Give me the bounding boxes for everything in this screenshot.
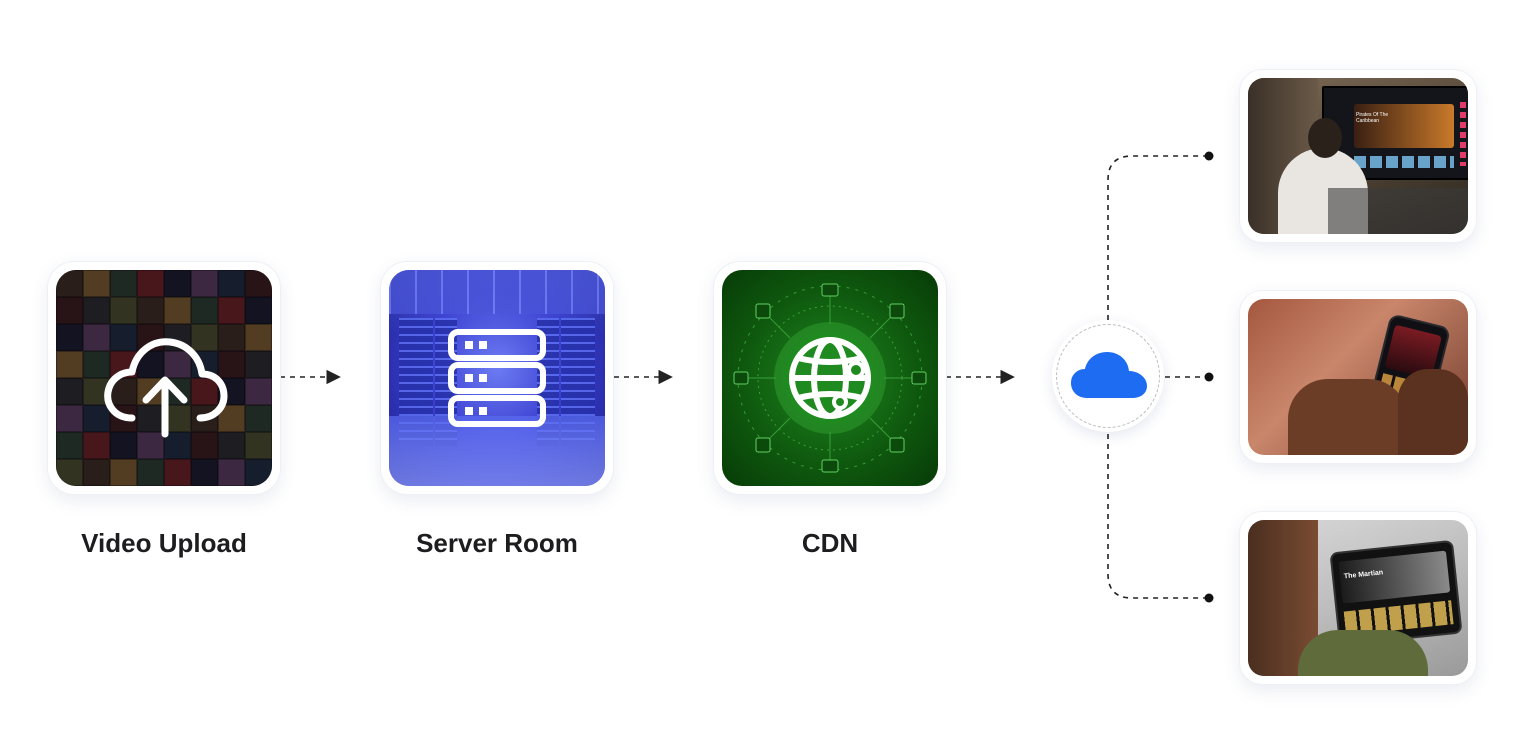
movie-poster-tile: [191, 405, 218, 432]
movie-poster-tile: [245, 324, 272, 351]
phone-viewer-card: [1240, 291, 1476, 463]
movie-poster-tile: [56, 324, 83, 351]
tv-viewer-photo: Pirates Of The Caribbean: [1248, 78, 1468, 234]
movie-poster-tile: [83, 432, 110, 459]
movie-poster-tile: [110, 432, 137, 459]
cloud-upload-icon: [104, 338, 228, 438]
tablet-viewer-photo: The Martian: [1248, 520, 1468, 676]
server-room-image: [389, 270, 605, 486]
movie-poster-tile: [164, 459, 191, 486]
movie-poster-tile: [110, 297, 137, 324]
tablet-viewer-card: The Martian: [1240, 512, 1476, 684]
server-room-card: [381, 262, 613, 494]
tv-screen: Pirates Of The Caribbean: [1322, 86, 1468, 180]
movie-poster-tile: [110, 324, 137, 351]
movie-poster-tile: [56, 270, 83, 297]
movie-poster-tile: [191, 297, 218, 324]
movie-poster-tile: [191, 378, 218, 405]
cloud-hub: [1052, 320, 1164, 432]
movie-poster-tile: [56, 432, 83, 459]
movie-poster-tile: [137, 432, 164, 459]
movie-poster-tile: [56, 297, 83, 324]
label-video-upload: Video Upload: [81, 528, 247, 558]
movie-poster-tile: [245, 378, 272, 405]
connector-hub-to-tablet: [1107, 434, 1205, 599]
movie-poster-tile: [83, 405, 110, 432]
movie-poster-tile: [83, 324, 110, 351]
movie-poster-mosaic: [56, 270, 272, 486]
movie-poster-tile: [218, 459, 245, 486]
movie-poster-tile: [164, 432, 191, 459]
movie-poster-tile: [245, 351, 272, 378]
server-stack-icon: [448, 329, 546, 427]
connector-hub-to-tv: [1107, 155, 1205, 320]
cdn-network-image: [722, 270, 938, 486]
endpoint-tablet: [1204, 593, 1214, 603]
label-cdn: CDN: [801, 528, 859, 558]
movie-poster-tile: [245, 297, 272, 324]
movie-poster-tile: [245, 432, 272, 459]
movie-poster-tile: [218, 270, 245, 297]
movie-poster-tile: [218, 351, 245, 378]
label-server-room: Server Room: [416, 528, 578, 558]
movie-poster-tile: [164, 270, 191, 297]
endpoint-phone: [1204, 372, 1214, 382]
movie-poster-tile: [56, 378, 83, 405]
globe-network-icon: [733, 283, 927, 473]
cdn-card: [714, 262, 946, 494]
movie-poster-tile: [56, 351, 83, 378]
movie-poster-tile: [218, 297, 245, 324]
movie-poster-tile: [164, 297, 191, 324]
movie-poster-tile: [56, 405, 83, 432]
movie-poster-tile: [137, 297, 164, 324]
movie-poster-tile: [110, 270, 137, 297]
movie-poster-tile: [164, 351, 191, 378]
movie-poster-tile: [191, 324, 218, 351]
movie-poster-tile: [191, 459, 218, 486]
movie-poster-tile: [83, 270, 110, 297]
endpoint-tv: [1204, 151, 1214, 161]
tv-screen-title: Pirates Of The Caribbean: [1356, 112, 1389, 124]
movie-poster-tile: [245, 405, 272, 432]
movie-poster-tile: [83, 351, 110, 378]
video-upload-card: [48, 262, 280, 494]
phone-viewer-photo: [1248, 299, 1468, 455]
movie-poster-tile: [191, 432, 218, 459]
tv-viewer-card: Pirates Of The Caribbean: [1240, 70, 1476, 242]
movie-poster-tile: [83, 459, 110, 486]
movie-poster-tile: [83, 297, 110, 324]
cloud-icon: [1071, 352, 1147, 398]
movie-poster-tile: [191, 270, 218, 297]
movie-poster-tile: [218, 324, 245, 351]
movie-poster-tile: [137, 459, 164, 486]
movie-poster-tile: [218, 432, 245, 459]
movie-poster-tile: [137, 270, 164, 297]
movie-poster-tile: [110, 459, 137, 486]
